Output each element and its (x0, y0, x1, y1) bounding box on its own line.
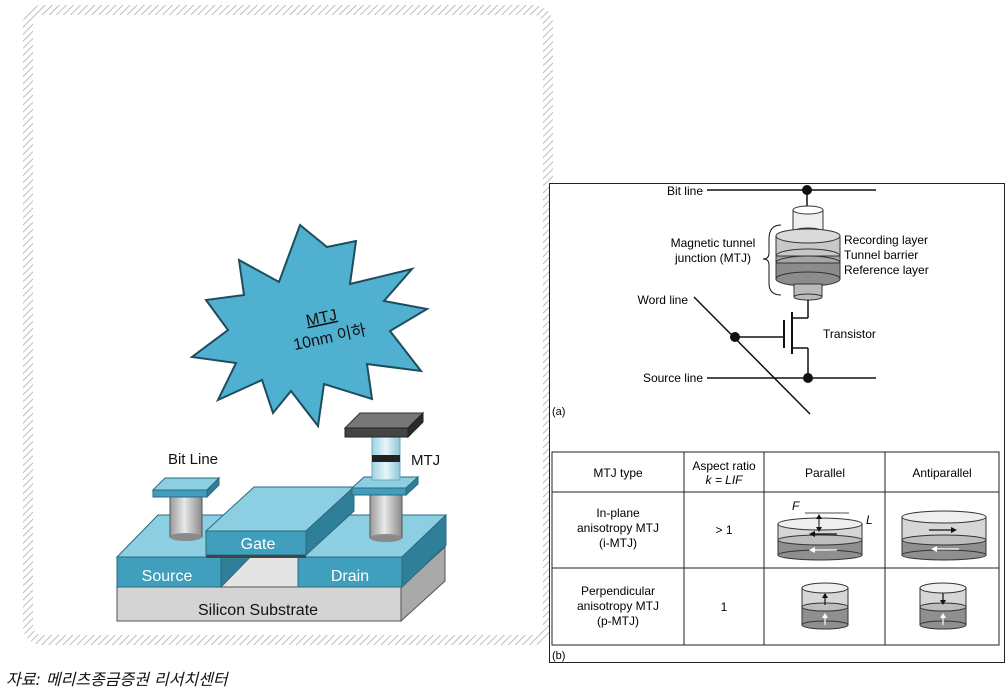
source-label: Source (142, 568, 193, 585)
recording-layer-label: Recording layer (844, 233, 928, 247)
table-row: In-plane anisotropy MTJ (i-MTJ) > 1 F (577, 499, 987, 561)
word-line-text: Word line (638, 293, 689, 307)
row1-aspect: > 1 (715, 523, 732, 537)
row2-type-1: Perpendicular (581, 584, 655, 598)
mtj-type-table: MTJ type Aspect ratio k = LIF Parallel A… (551, 451, 1000, 662)
bit-line-label: Bit Line (168, 451, 218, 468)
header-aspect-1: Aspect ratio (692, 459, 756, 473)
mtj-label-1: Magnetic tunnel (671, 236, 756, 250)
row1-type-1: In-plane (596, 506, 640, 520)
panel-b-tag: (b) (552, 650, 565, 662)
mtj-brace (762, 224, 782, 296)
source-line-node (803, 373, 813, 383)
bit-line-text: Bit line (667, 184, 703, 198)
row1-type-3: (i-MTJ) (599, 536, 637, 550)
substrate-label: Silicon Substrate (198, 602, 318, 619)
mtj-label-2: junction (MTJ) (674, 251, 751, 265)
header-parallel: Parallel (805, 466, 845, 480)
size-burst (189, 223, 430, 429)
burst-mtj-text: MTJ (305, 307, 339, 330)
mtj-stack (343, 411, 425, 542)
dim-f-label: F (792, 499, 800, 513)
pmtj-antiparallel-pillar (919, 582, 967, 630)
mtj-cylinder (775, 205, 841, 301)
row2-aspect: 1 (721, 600, 728, 614)
drain-label: Drain (331, 568, 369, 585)
imtj-parallel-disc (777, 512, 863, 561)
transistor-label: Transistor (823, 327, 876, 341)
gate-electrode (204, 485, 356, 558)
word-line-node (730, 332, 740, 342)
header-aspect-2: k = LIF (705, 473, 743, 487)
table-row: Perpendicular anisotropy MTJ (p-MTJ) 1 (577, 582, 967, 630)
source-caption: 자료: 메리츠종금증권 리서치센터 (6, 670, 228, 689)
tunnel-barrier-label: Tunnel barrier (844, 248, 918, 262)
row2-type-3: (p-MTJ) (597, 614, 639, 628)
frame-border (23, 5, 553, 645)
imtj-antiparallel-disc (901, 510, 987, 561)
row2-type-2: anisotropy MTJ (577, 599, 659, 613)
reference-layer-label: Reference layer (844, 263, 929, 277)
header-antiparallel: Antiparallel (912, 466, 971, 480)
panel-a-tag: (a) (552, 406, 565, 418)
mtj-schematic-panel: Bit line Magnetic tunnel junction (MTJ) … (549, 183, 1005, 664)
bit-line-contact (151, 476, 221, 541)
mtj-label: MTJ (411, 452, 440, 469)
mtj-cell-illustration: MTJ 10nm 이하 Silicon Substrate Source Dra… (23, 5, 553, 645)
gate-label: Gate (241, 536, 276, 553)
circuit-diagram: Bit line Magnetic tunnel junction (MTJ) … (552, 184, 929, 418)
pmtj-parallel-pillar (801, 582, 849, 630)
header-mtj-type: MTJ type (593, 466, 643, 480)
dim-l-label: L (866, 513, 873, 527)
source-line-text: Source line (643, 371, 703, 385)
word-line-wire (693, 296, 811, 415)
row1-type-2: anisotropy MTJ (577, 521, 659, 535)
